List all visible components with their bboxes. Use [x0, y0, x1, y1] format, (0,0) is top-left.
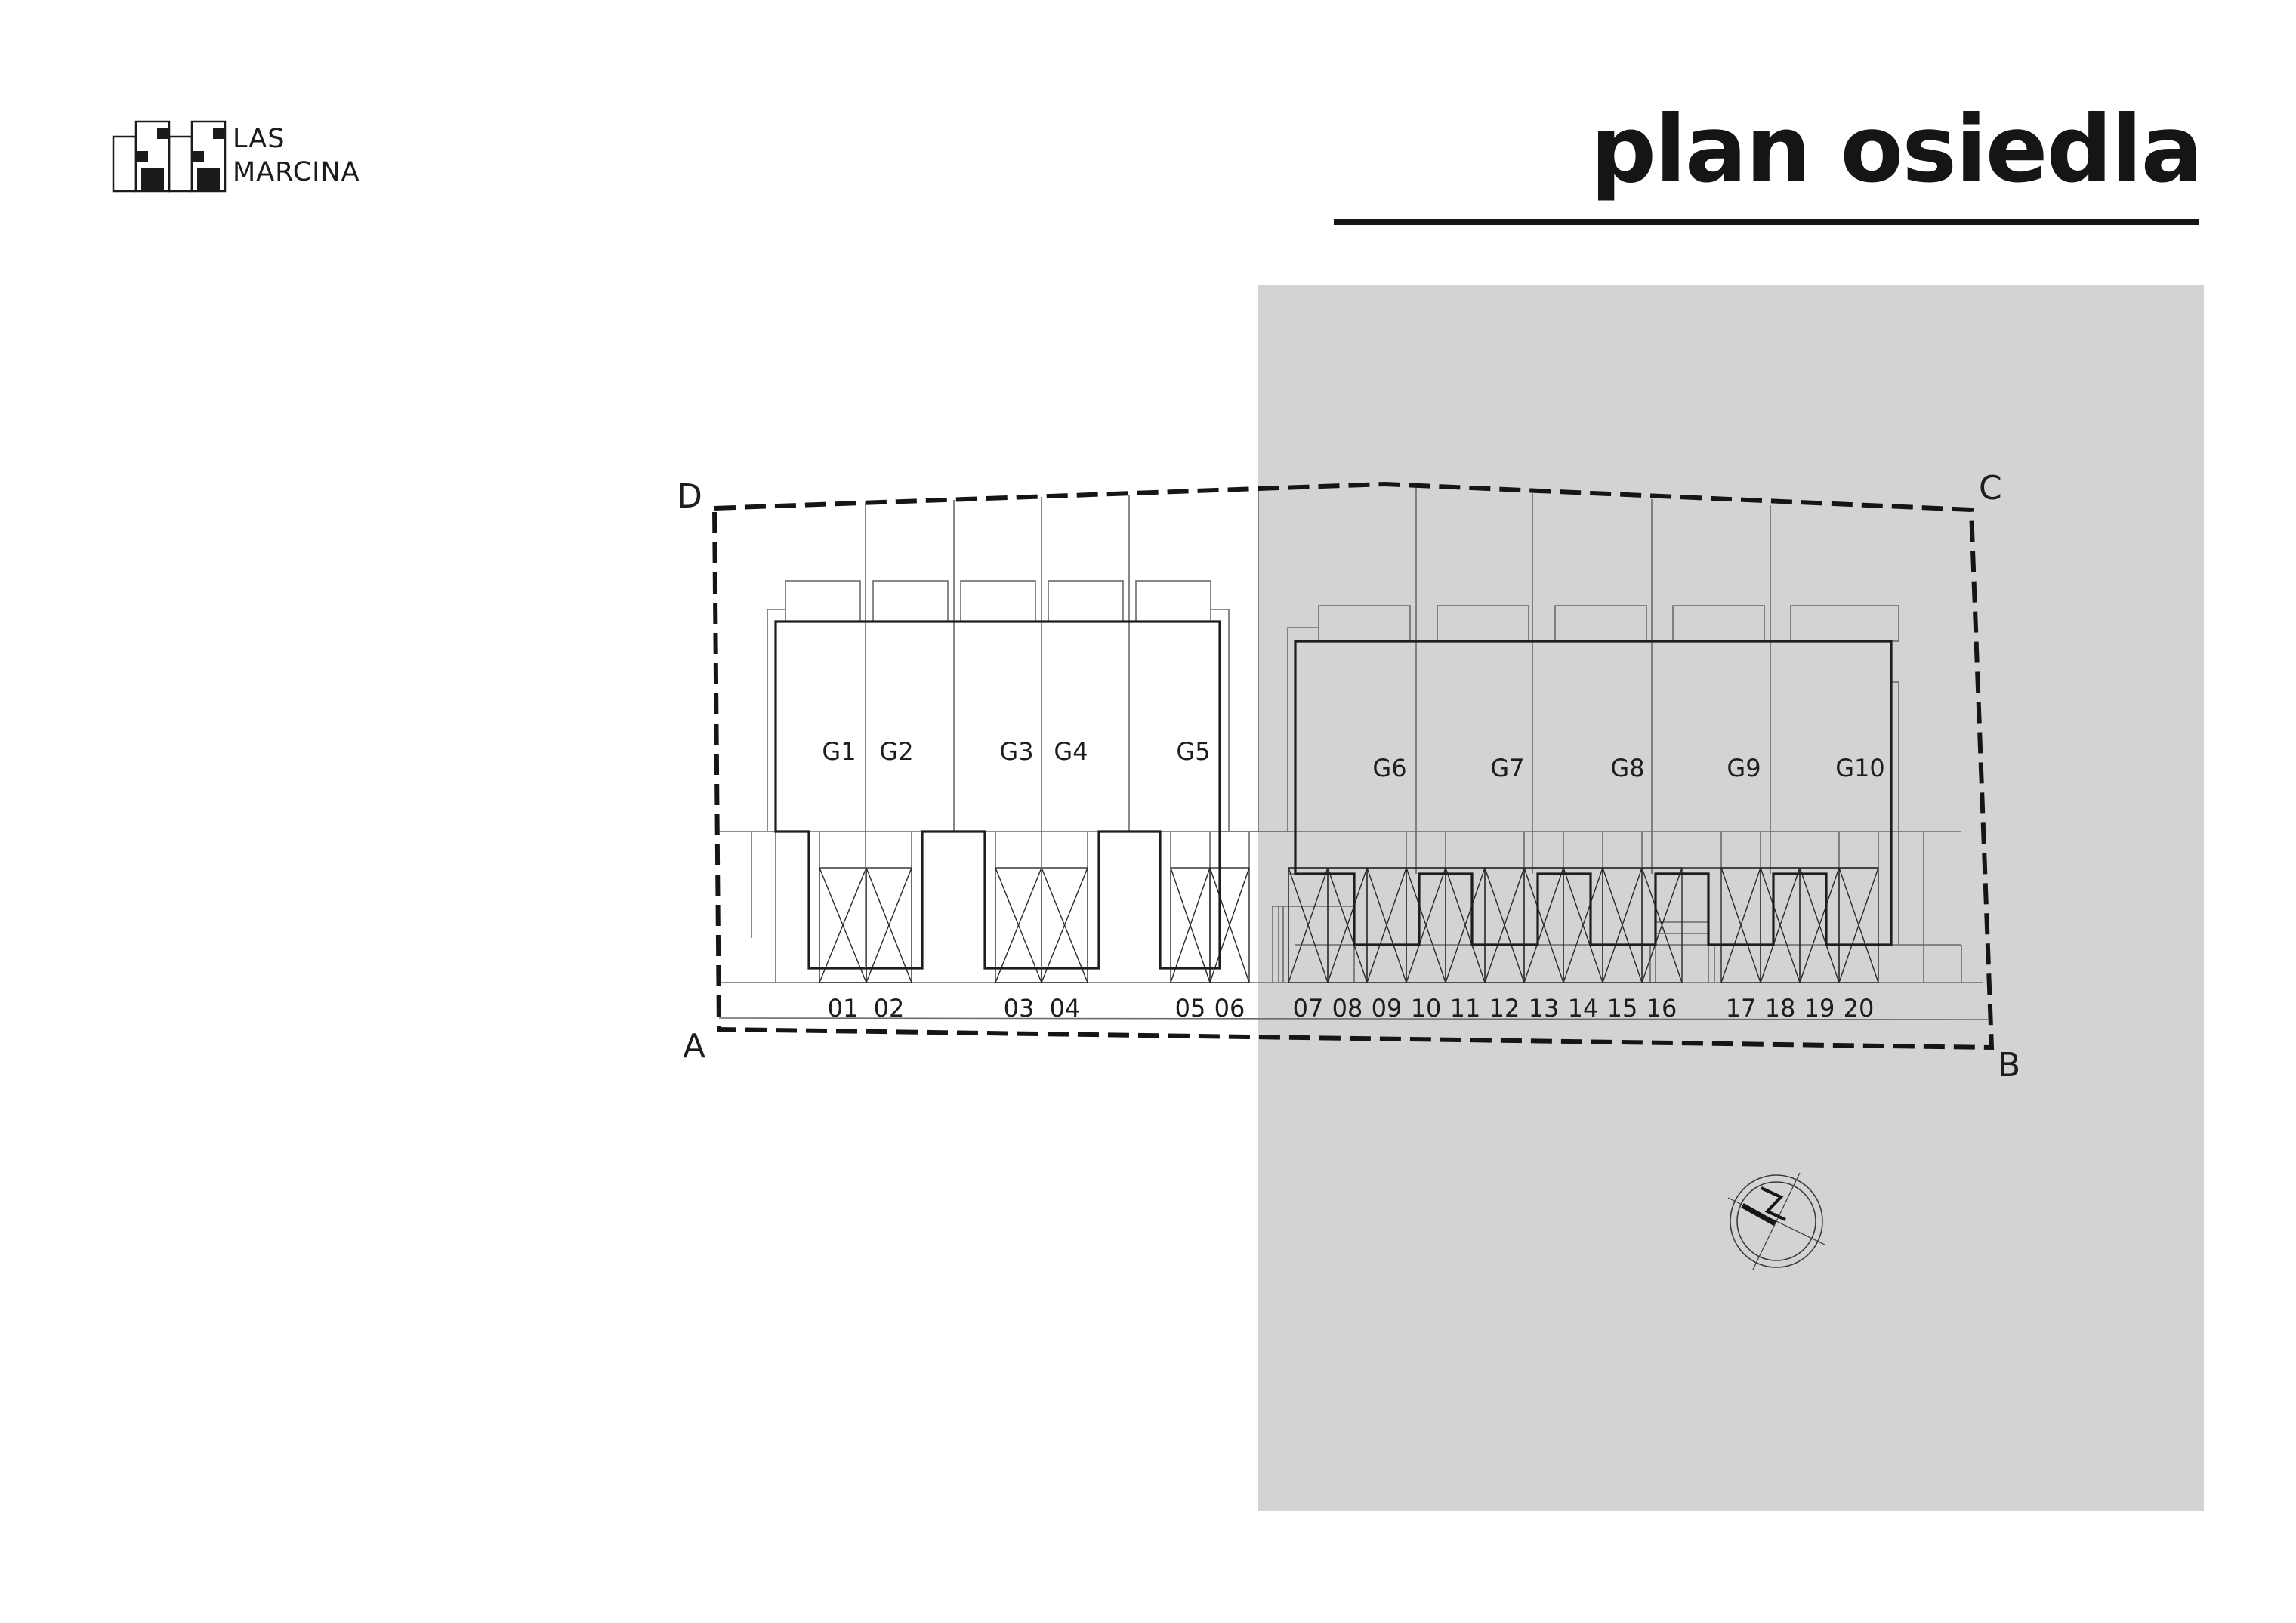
corner-labels: D C B A: [677, 469, 2020, 1085]
parking-02[interactable]: 02: [874, 994, 905, 1023]
building-outlines: [774, 620, 1893, 970]
corner-label-c: C: [1979, 469, 2002, 508]
house-g5[interactable]: G5: [1176, 737, 1210, 766]
brand-name: LAS MARCINA: [233, 122, 360, 189]
house-g7[interactable]: G7: [1490, 754, 1524, 782]
north-arrow-icon: [1727, 1172, 1825, 1270]
corner-label-d: D: [677, 477, 702, 516]
brand-name-line1: LAS: [233, 124, 285, 154]
parking-stalls: [819, 867, 1879, 983]
parking-05[interactable]: 05: [1175, 994, 1206, 1023]
parking-20[interactable]: 20: [1844, 994, 1875, 1023]
brand-logo: LAS MARCINA: [112, 119, 360, 193]
corner-label-a: A: [683, 1027, 705, 1066]
house-labels: G1 G2 G3 G4 G5 G6 G7 G8 G9 G10: [822, 737, 1884, 782]
house-g2[interactable]: G2: [879, 737, 913, 766]
brand-name-line2: MARCINA: [233, 157, 360, 187]
house-g3[interactable]: G3: [999, 737, 1033, 766]
title-underline: [1334, 219, 2199, 225]
plot-boundary: [711, 481, 1995, 1051]
highlight-panel: [1258, 285, 2204, 1511]
corner-label-b: B: [1998, 1046, 2020, 1085]
house-g9[interactable]: G9: [1727, 754, 1761, 782]
parking-04[interactable]: 04: [1050, 994, 1081, 1023]
east-building: [1294, 640, 1893, 946]
parking-12[interactable]: 12: [1489, 994, 1520, 1023]
parking-13[interactable]: 13: [1529, 994, 1560, 1023]
parking-07[interactable]: 07: [1293, 994, 1324, 1023]
west-building: [774, 620, 1221, 970]
parking-01[interactable]: 01: [828, 994, 859, 1023]
parking-15[interactable]: 15: [1607, 994, 1638, 1023]
parking-10[interactable]: 10: [1411, 994, 1442, 1023]
page-title: plan osiedla: [1590, 96, 2203, 203]
parking-08[interactable]: 08: [1332, 994, 1363, 1023]
parking-03[interactable]: 03: [1004, 994, 1035, 1023]
parking-17[interactable]: 17: [1726, 994, 1757, 1023]
parking-14[interactable]: 14: [1568, 994, 1599, 1023]
parking-labels: 01 02 03 04 05 06 07 08 09 10 11 12 13 1…: [828, 994, 1875, 1023]
buildings-logo-icon: [112, 120, 227, 193]
parking-19[interactable]: 19: [1804, 994, 1835, 1023]
parking-16[interactable]: 16: [1646, 994, 1677, 1023]
house-g8[interactable]: G8: [1610, 754, 1644, 782]
parking-06[interactable]: 06: [1214, 994, 1245, 1023]
house-g4[interactable]: G4: [1054, 737, 1088, 766]
house-g6[interactable]: G6: [1372, 754, 1406, 782]
parking-11[interactable]: 11: [1450, 994, 1481, 1023]
parking-18[interactable]: 18: [1765, 994, 1796, 1023]
house-g10[interactable]: G10: [1835, 754, 1885, 782]
parking-09[interactable]: 09: [1372, 994, 1403, 1023]
house-g1[interactable]: G1: [822, 737, 856, 766]
